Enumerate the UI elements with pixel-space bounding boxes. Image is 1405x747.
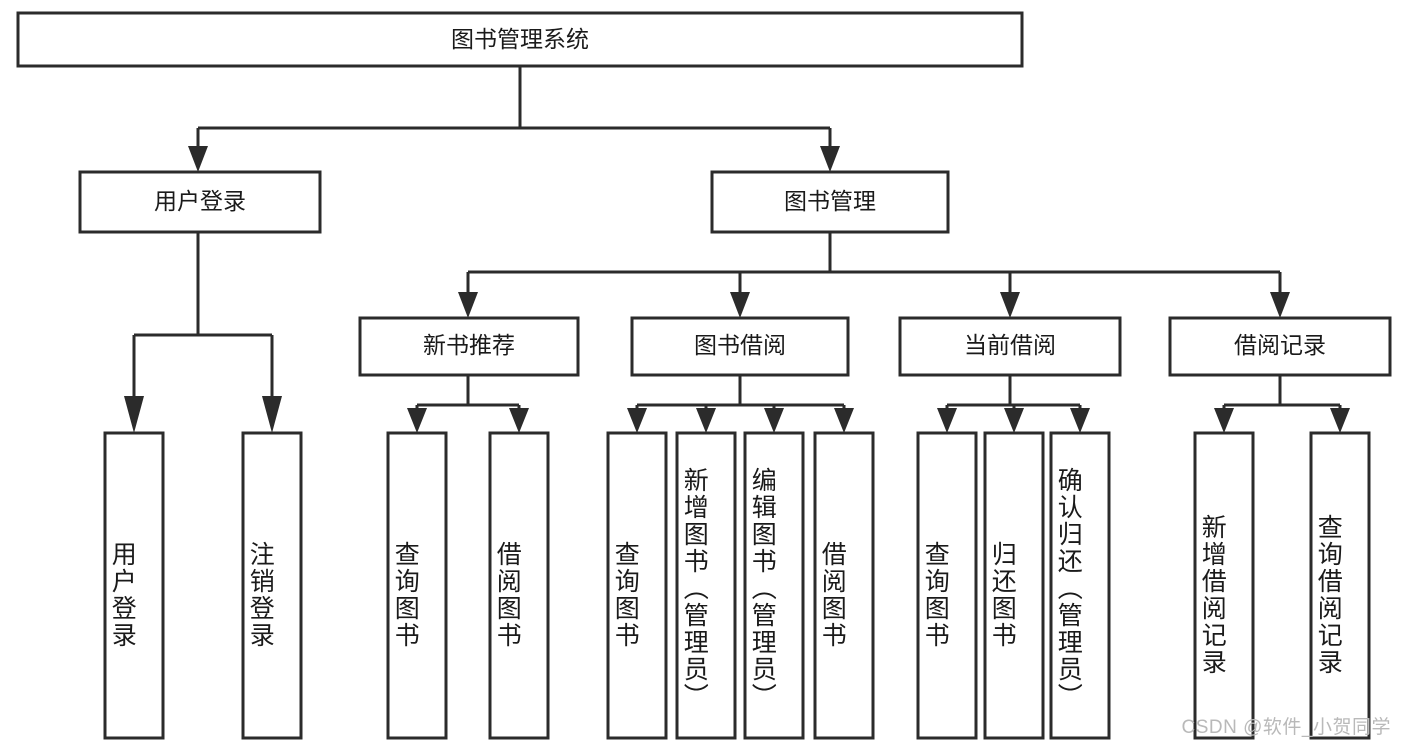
node-current-borrow-label: 当前借阅 xyxy=(964,332,1056,358)
node-leaf-user-login[interactable] xyxy=(103,431,165,740)
node-leaf-borrow-book-2[interactable] xyxy=(813,431,875,740)
node-leaf-query-record[interactable] xyxy=(1309,431,1371,740)
node-current-borrow[interactable] xyxy=(898,316,1122,377)
node-leaf-add-record[interactable] xyxy=(1193,431,1255,740)
node-book-manage-label: 图书管理 xyxy=(784,188,876,214)
arrow-to-book-manage xyxy=(820,146,840,172)
node-user-login[interactable] xyxy=(78,170,322,234)
node-leaf-confirm-return[interactable] xyxy=(1049,431,1111,740)
csdn-watermark: CSDN @软件_小贺同学 xyxy=(1181,717,1391,738)
node-user-login-label: 用户登录 xyxy=(154,188,246,214)
node-root[interactable] xyxy=(16,11,1024,68)
node-leaf-return-book[interactable] xyxy=(983,431,1045,740)
node-book-manage[interactable] xyxy=(710,170,950,234)
node-leaf-borrow-book-1[interactable] xyxy=(488,431,550,740)
arrow-to-new-book-rec xyxy=(458,292,478,318)
node-leaf-edit-book[interactable] xyxy=(743,431,805,740)
node-book-borrow[interactable] xyxy=(630,316,850,377)
arrow-leaf-add-record xyxy=(1214,408,1234,433)
arrow-to-borrow-record xyxy=(1270,292,1290,318)
arrow-leaf-return-book xyxy=(1004,408,1024,433)
node-leaf-add-book[interactable] xyxy=(675,431,737,740)
arrow-to-current-borrow xyxy=(1000,292,1020,318)
node-leaf-logout[interactable] xyxy=(241,431,303,740)
arrow-leaf-edit-book xyxy=(764,408,784,433)
arrow-leaf-logout xyxy=(262,396,282,433)
arrow-to-user-login xyxy=(188,146,208,172)
node-root-label: 图书管理系统 xyxy=(451,26,589,52)
arrow-leaf-add-book xyxy=(696,408,716,433)
arrow-leaf-user-login xyxy=(124,396,144,433)
node-leaf-query-book-3[interactable] xyxy=(916,431,978,740)
arrow-to-book-borrow xyxy=(730,292,750,318)
node-book-borrow-label: 图书借阅 xyxy=(694,332,786,358)
arrow-leaf-query-book-1 xyxy=(407,408,427,433)
node-leaf-query-book-2[interactable] xyxy=(606,431,668,740)
node-borrow-record-label: 借阅记录 xyxy=(1234,332,1326,358)
node-layer: 图书管理系统 用户登录 图书管理 新书推荐 图书借阅 当前借阅 借阅记录 xyxy=(16,11,1392,740)
node-new-book-rec-label: 新书推荐 xyxy=(423,332,515,358)
arrow-leaf-query-book-3 xyxy=(937,408,957,433)
node-leaf-query-book-1[interactable] xyxy=(386,431,448,740)
node-new-book-rec[interactable] xyxy=(358,316,580,377)
arrow-leaf-query-record xyxy=(1330,408,1350,433)
arrow-leaf-confirm-return xyxy=(1070,408,1090,433)
arrow-leaf-borrow-book-2 xyxy=(834,408,854,433)
connector-layer xyxy=(124,66,1350,433)
arrow-leaf-borrow-book-1 xyxy=(509,408,529,433)
arrow-leaf-query-book-2 xyxy=(627,408,647,433)
node-borrow-record[interactable] xyxy=(1168,316,1392,377)
